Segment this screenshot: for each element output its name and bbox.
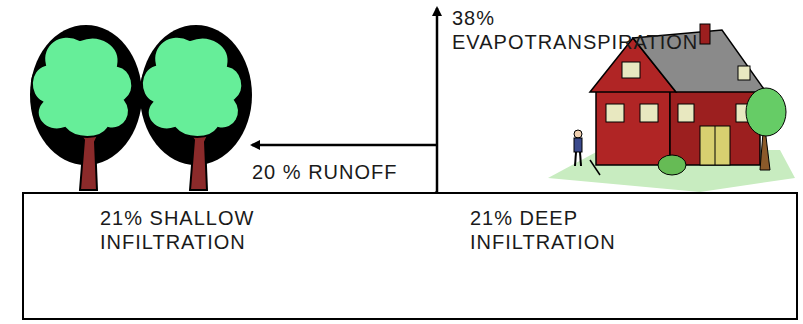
tree: [30, 25, 142, 190]
flow-label: 38% EVAPOTRANSPIRATION: [452, 6, 692, 54]
flow-label: 20 % RUNOFF: [252, 160, 452, 184]
ground-box: 21% SHALLOW INFILTRATION 21% DEEP INFILTR…: [22, 192, 798, 320]
tree: [140, 25, 252, 190]
flow-label: 21% DEEP INFILTRATION: [470, 206, 675, 254]
flow-label: 21% SHALLOW INFILTRATION: [100, 206, 305, 254]
